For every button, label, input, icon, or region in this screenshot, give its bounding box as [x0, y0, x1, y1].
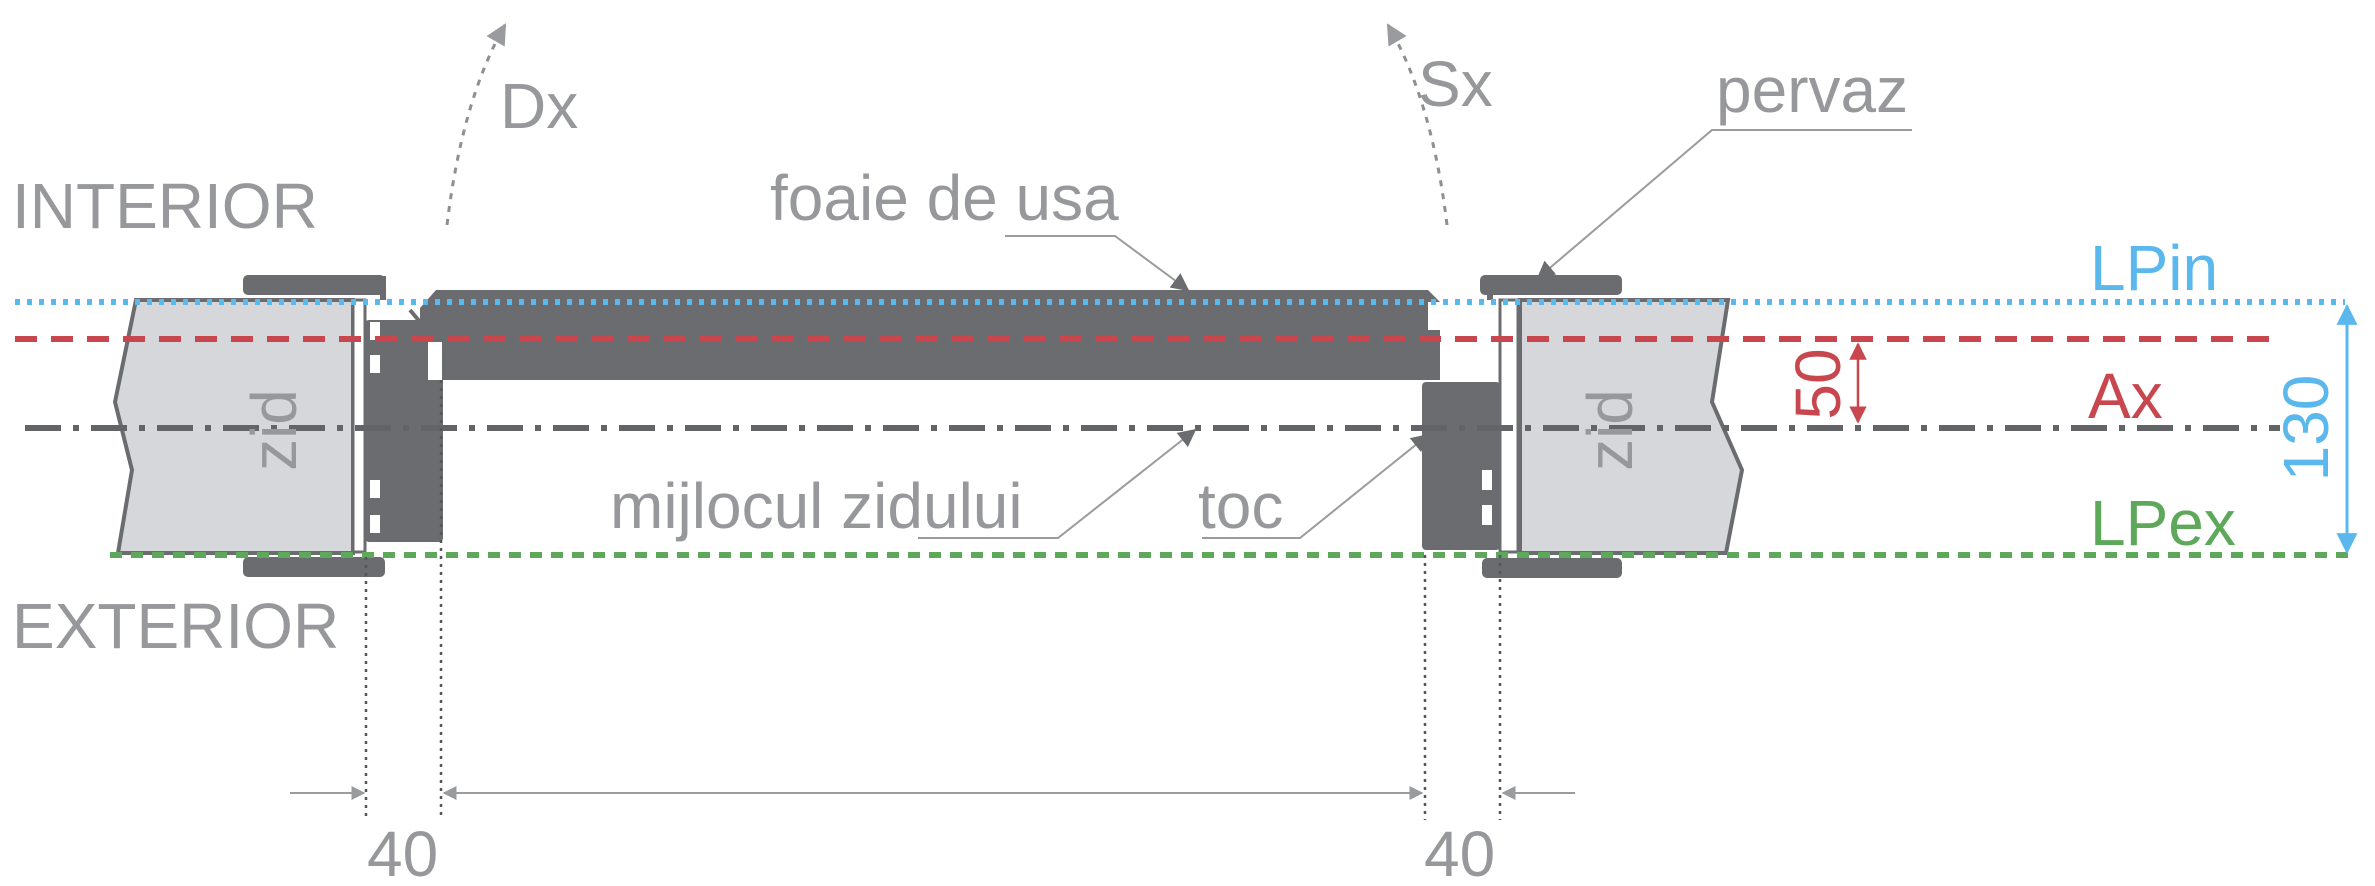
toc-leader: [1202, 433, 1430, 539]
door-leaf-label: foaie de usa: [770, 162, 1119, 234]
wall-middle-label: mijlocul zidului: [610, 470, 1023, 542]
door-leaf: [420, 290, 1440, 380]
pervaz-leader: [1536, 129, 1912, 280]
dim-40-left-label: 40: [367, 818, 438, 881]
ax-label: Ax: [2088, 360, 2163, 432]
exterior-label: EXTERIOR: [12, 590, 339, 662]
left-bottom-architrave: [243, 557, 385, 577]
dim-50-label: 50: [1782, 348, 1854, 419]
dim-130-label: 130: [2270, 375, 2342, 482]
sx-label: Sx: [1418, 48, 1493, 120]
lpex-label: LPex: [2090, 487, 2236, 559]
right-top-architrave: [1480, 275, 1622, 295]
right-door-frame: [1422, 382, 1500, 550]
door-leaf-leader: [1005, 235, 1190, 292]
zid-right-label: zid: [1574, 389, 1646, 471]
pervaz-label: pervaz: [1716, 54, 1908, 126]
sx-swing-arc: [1386, 23, 1449, 226]
lpin-label: LPin: [2090, 232, 2218, 304]
dim-40-right-label: 40: [1424, 818, 1495, 881]
zid-left-label: zid: [238, 389, 310, 471]
toc-label: toc: [1198, 470, 1283, 542]
projection-lines: [364, 380, 1502, 820]
dx-label: Dx: [500, 70, 578, 142]
dx-swing-arc: [445, 23, 507, 226]
wall-middle-leader: [918, 428, 1197, 539]
left-top-architrave: [243, 275, 385, 295]
right-bottom-architrave: [1482, 558, 1622, 578]
interior-label: INTERIOR: [12, 170, 318, 242]
